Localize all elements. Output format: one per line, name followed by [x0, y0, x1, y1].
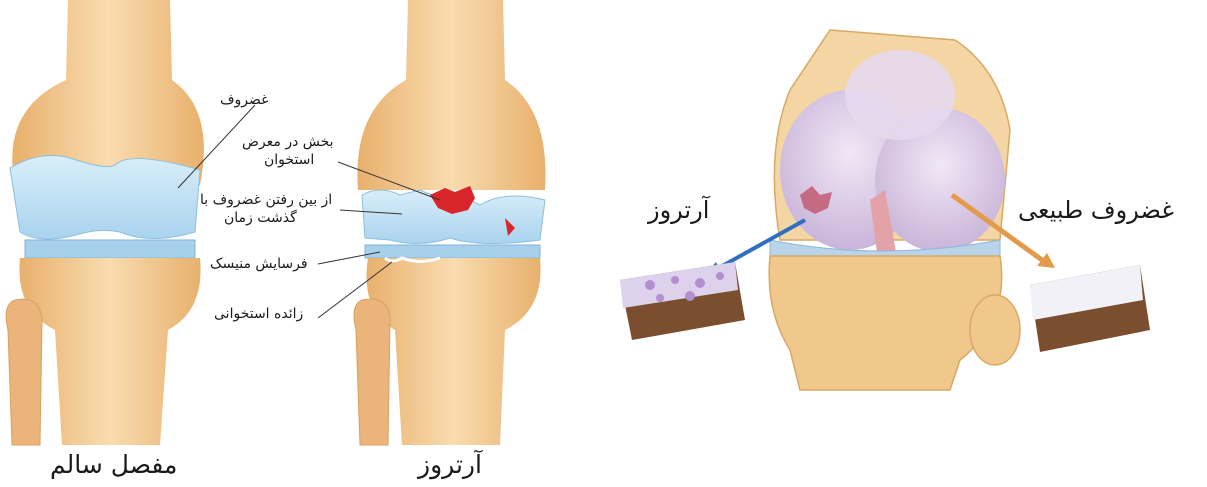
normal-cartilage-sample — [1030, 265, 1150, 352]
arthrosis-cartilage-sample — [620, 262, 745, 340]
arthrosis-joint — [354, 0, 546, 445]
caption-arthrosis: آرتروز — [418, 450, 482, 480]
label-cartilage: غضروف — [220, 92, 268, 108]
label-meniscus-wear: فرسایش منیسک — [210, 256, 308, 272]
label-arthrosis-right: آرتروز — [648, 196, 709, 224]
label-cartilage-loss-line2: گذشت زمان — [224, 210, 297, 226]
label-normal-cartilage: غضروف طبیعی — [1018, 196, 1174, 224]
caption-healthy-joint: مفصل سالم — [50, 450, 177, 480]
knee-3d-illustration — [769, 30, 1020, 390]
label-exposed-bone-line1: بخش در معرض — [242, 134, 334, 150]
label-exposed-bone-line2: استخوان — [264, 152, 314, 168]
label-bone-spur: زائده استخوانی — [214, 306, 303, 322]
healthy-joint — [6, 0, 204, 445]
label-cartilage-loss-line1: از بین رفتن غضروف با — [200, 192, 332, 208]
